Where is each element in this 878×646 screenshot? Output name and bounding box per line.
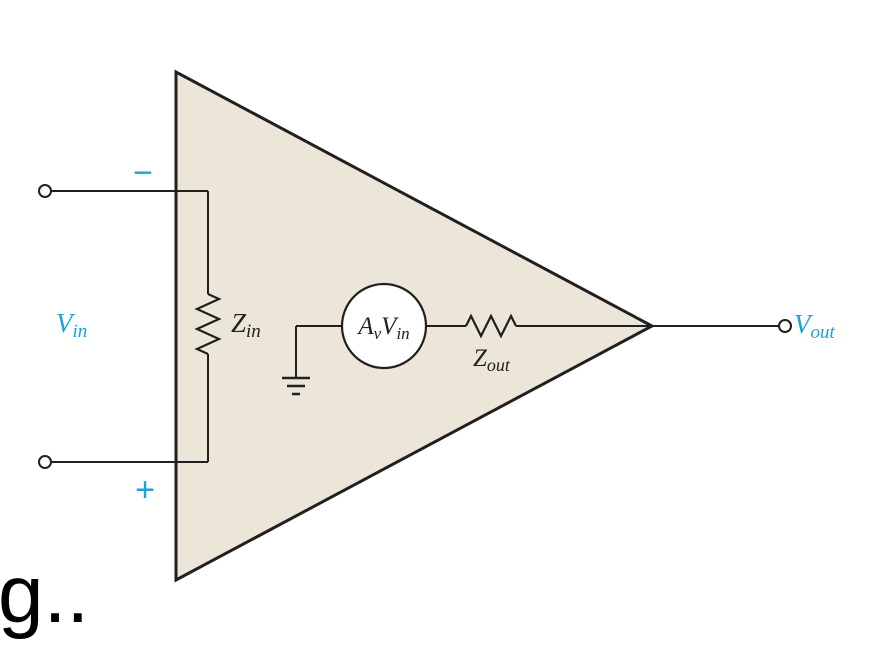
minus-sign: − (133, 154, 153, 192)
output-terminal (778, 319, 792, 333)
source-gain-label: AvVin (356, 313, 409, 343)
vout-label: Vout (794, 309, 836, 343)
noninverting-input-terminal (38, 455, 52, 469)
output-impedance-resistor (465, 313, 517, 339)
cutoff-overlay-text: g.. (0, 549, 89, 640)
vin-label: Vin (56, 308, 87, 342)
ground-icon (282, 326, 310, 396)
inverting-input-terminal (38, 184, 52, 198)
zout-label: Zout (473, 345, 511, 375)
zin-label: Zin (231, 308, 261, 342)
plus-sign: + (135, 471, 155, 509)
input-impedance-resistor (194, 191, 222, 462)
